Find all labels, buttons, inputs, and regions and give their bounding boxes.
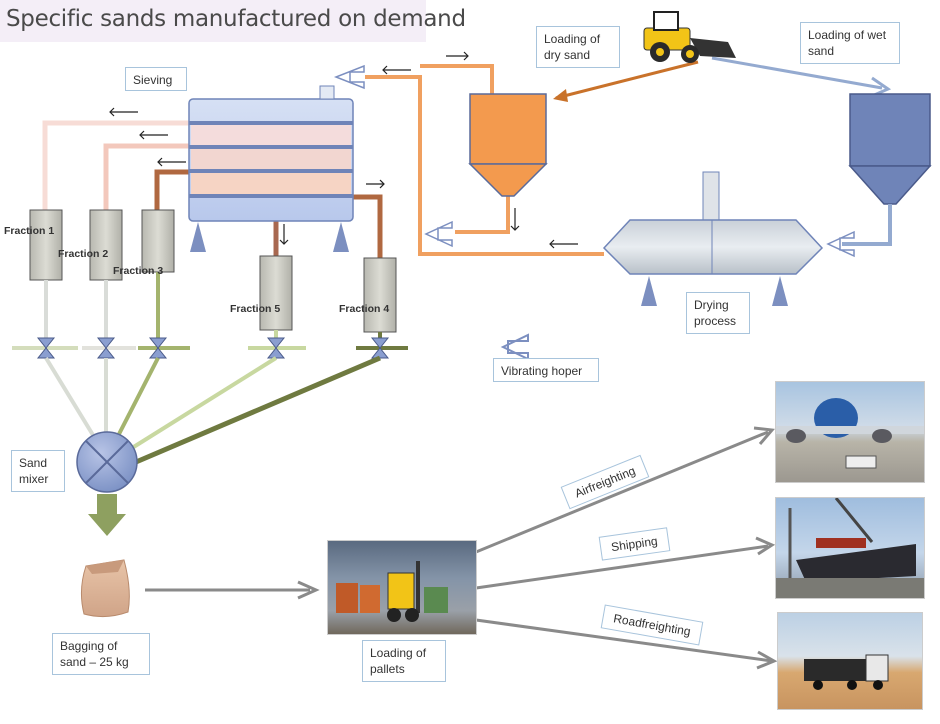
- fraction-1-label: Fraction 1: [4, 225, 55, 237]
- fraction-3-label: Fraction 3: [113, 265, 164, 277]
- loading-pallets-label: Loading of pallets: [362, 640, 446, 682]
- pipe-fraction-1: [42, 120, 190, 210]
- ship-photo: [775, 497, 925, 599]
- bagging-label: Bagging of sand – 25 kg: [52, 633, 150, 675]
- sand-mixer-label: Sand mixer: [11, 450, 65, 492]
- mixer-feed-lines: [44, 355, 381, 465]
- sand-bag-icon: [80, 559, 130, 618]
- fraction-drop-lines: [44, 272, 382, 340]
- pipe-fraction-3: [154, 169, 190, 210]
- fraction-cylinders: [29, 209, 397, 333]
- fraction-2-label: Fraction 2: [58, 248, 109, 260]
- fraction-pipes: [42, 120, 383, 258]
- sieving-label: Sieving: [125, 67, 187, 91]
- dry-loading-arrow: [553, 60, 699, 102]
- sand-mixer: [76, 431, 138, 536]
- dryer: [602, 171, 824, 306]
- flow-direction-arrows: [109, 51, 578, 249]
- distribution-arrows: [475, 426, 778, 670]
- open-arrows: [333, 64, 855, 361]
- title-banner: Specific sands manufactured on demand: [0, 0, 466, 42]
- pallet-loading-photo: [327, 540, 477, 635]
- bag-to-pallet-arrow: [145, 580, 320, 600]
- page-title: Specific sands manufactured on demand: [6, 6, 466, 32]
- loading-wet-sand-label: Loading of wet sand: [800, 22, 900, 64]
- hopper-orange: [468, 93, 548, 197]
- pipe-fraction-2: [103, 143, 190, 210]
- sieve-unit: [188, 85, 354, 252]
- airplane-photo: [775, 381, 925, 483]
- fraction-5-label: Fraction 5: [230, 303, 281, 315]
- pipe-fraction-4: [350, 194, 383, 258]
- fraction-4-label: Fraction 4: [339, 303, 390, 315]
- hopper-blue: [842, 93, 932, 246]
- loading-dry-sand-label: Loading of dry sand: [536, 26, 620, 68]
- truck-photo: [777, 612, 923, 710]
- vibrating-hopper-label: Vibrating hoper: [493, 358, 599, 382]
- dry-sand-pipes: [365, 64, 604, 256]
- valves: [36, 337, 390, 359]
- drying-process-label: Drying process: [686, 292, 750, 334]
- wheel-loader-icon: [643, 11, 736, 63]
